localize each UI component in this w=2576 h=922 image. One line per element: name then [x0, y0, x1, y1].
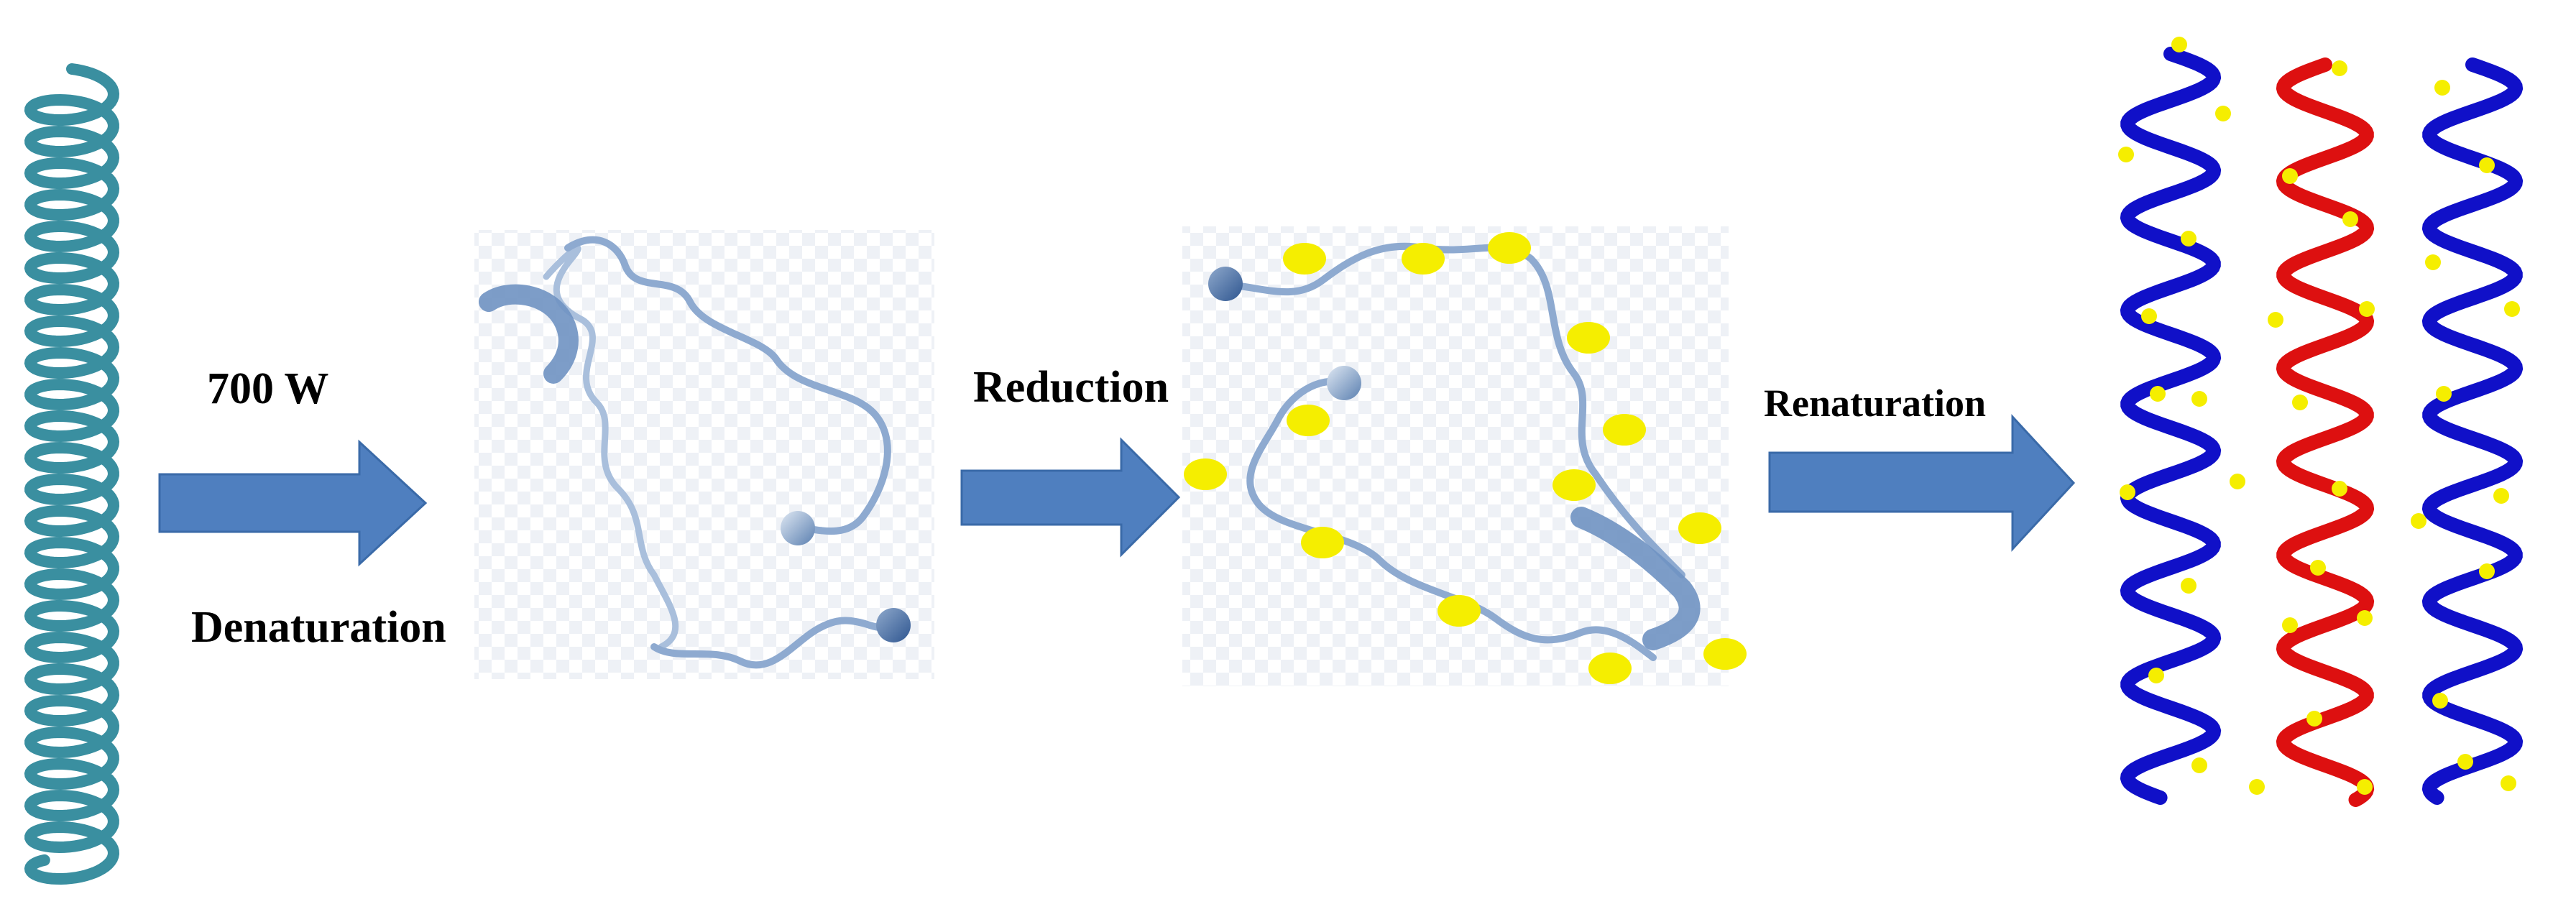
coil-end-ball [781, 511, 815, 545]
reduction-label: Reduction [973, 363, 1169, 412]
random-coil-icon [474, 230, 934, 679]
arrow-right-icon [960, 437, 1181, 558]
triple-helix-icon [2118, 37, 2524, 807]
denaturation-label: Denaturation [191, 603, 446, 652]
arrow-right-icon [1768, 414, 2076, 552]
reduced-coil-icon [1182, 226, 1747, 686]
coil-end-ball [876, 608, 911, 642]
arrow-right-icon [158, 439, 428, 567]
binding-dots [2118, 37, 2520, 795]
binding-dots [1184, 232, 1747, 684]
power-label: 700 W [207, 364, 329, 413]
native-helix-icon [24, 63, 120, 885]
renaturation-label: Renaturation [1764, 382, 1986, 425]
coil-end-ball [1327, 366, 1361, 400]
coil-end-ball [1208, 267, 1243, 301]
